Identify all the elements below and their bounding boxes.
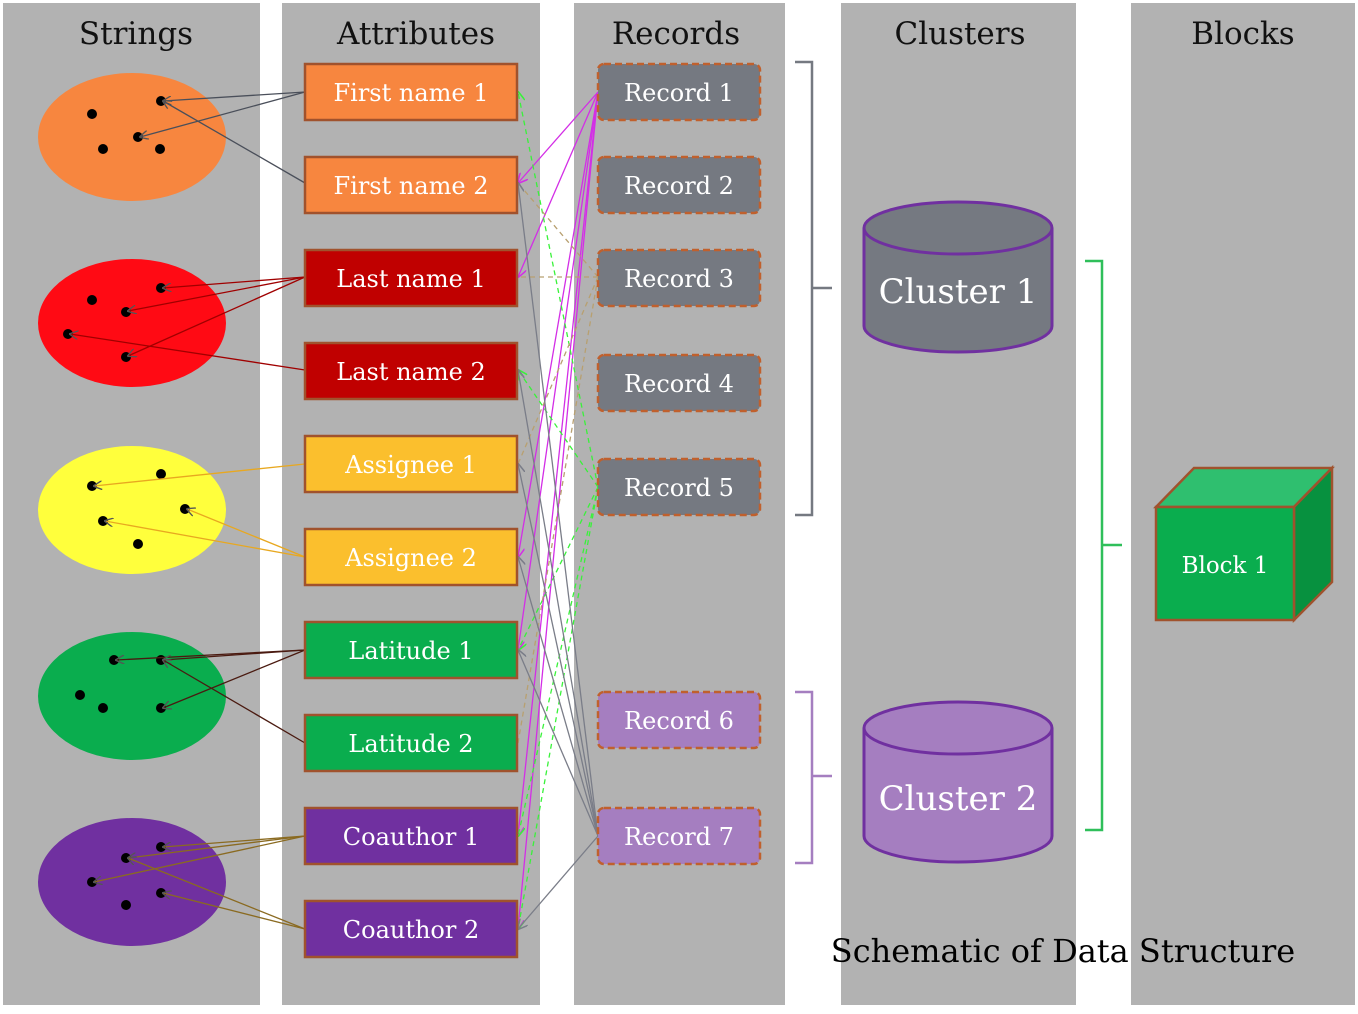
attribute-label: Coauthor 2 bbox=[343, 916, 480, 944]
record-box: Record 7 bbox=[596, 806, 762, 866]
record-label: Record 2 bbox=[624, 172, 734, 200]
attribute-label: Last name 2 bbox=[336, 358, 485, 386]
record-box: Record 3 bbox=[596, 248, 762, 308]
attribute-box: Latitude 1 bbox=[303, 620, 519, 680]
record-box: Record 2 bbox=[596, 155, 762, 215]
attributes-header: Attributes bbox=[336, 16, 495, 52]
records-header: Records bbox=[612, 16, 740, 52]
attribute-box: Coauthor 1 bbox=[303, 806, 519, 866]
record-box: Record 5 bbox=[596, 457, 762, 517]
record-label: Record 5 bbox=[624, 474, 734, 502]
attribute-box: Last name 2 bbox=[303, 341, 519, 401]
attribute-label: First name 2 bbox=[333, 172, 488, 200]
string-group-yellow bbox=[38, 446, 226, 574]
attribute-box: Assignee 2 bbox=[303, 527, 519, 587]
block-1-cube: Block 1 bbox=[1153, 464, 1335, 624]
blocks-header: Blocks bbox=[1191, 16, 1294, 52]
string-group-purple bbox=[38, 818, 226, 946]
strings-header: Strings bbox=[79, 16, 193, 52]
string-group-orange bbox=[38, 73, 226, 201]
attribute-box: First name 1 bbox=[303, 62, 519, 122]
attribute-box: Last name 1 bbox=[303, 248, 519, 308]
attribute-box: Assignee 1 bbox=[303, 434, 519, 494]
record-boxes: Record 1 Record 2 Record 3 Record 4 Record 5… bbox=[596, 62, 762, 866]
attribute-label: First name 1 bbox=[333, 79, 488, 107]
attribute-label: Last name 1 bbox=[336, 265, 485, 293]
attribute-label: Assignee 2 bbox=[344, 544, 477, 572]
cluster-2-cylinder: Cluster 2 bbox=[862, 700, 1054, 864]
brace-cluster-1 bbox=[795, 60, 832, 517]
block-1-label: Block 1 bbox=[1182, 553, 1269, 579]
string-links bbox=[70, 91, 306, 930]
attribute-label: Assignee 1 bbox=[344, 451, 477, 479]
record-box: Record 4 bbox=[596, 353, 762, 413]
cluster-1-cylinder: Cluster 1 bbox=[862, 200, 1054, 354]
record-label: Record 3 bbox=[624, 265, 734, 293]
record-label: Record 7 bbox=[624, 823, 734, 851]
string-group-red bbox=[38, 259, 226, 387]
record-box: Record 1 bbox=[596, 62, 762, 122]
clusters-header: Clusters bbox=[894, 16, 1025, 52]
cluster-2-label: Cluster 2 bbox=[879, 779, 1038, 819]
attribute-boxes: First name 1 First name 2 Last name 1 Last … bbox=[303, 62, 519, 959]
attribute-box: Latitude 2 bbox=[303, 713, 519, 773]
record-label: Record 1 bbox=[624, 79, 734, 107]
brace-cluster-2 bbox=[795, 690, 832, 865]
record-label: Record 6 bbox=[624, 707, 734, 735]
attribute-label: Latitude 1 bbox=[348, 637, 473, 665]
diagram-caption: Schematic of Data Structure bbox=[831, 932, 1295, 970]
record-links bbox=[518, 92, 599, 929]
attribute-label: Coauthor 1 bbox=[343, 823, 480, 851]
record-label: Record 4 bbox=[624, 370, 734, 398]
string-group-green bbox=[38, 632, 226, 760]
record-box: Record 6 bbox=[596, 690, 762, 750]
attribute-label: Latitude 2 bbox=[348, 730, 473, 758]
brace-block-1 bbox=[1085, 259, 1122, 832]
cluster-1-label: Cluster 1 bbox=[879, 272, 1038, 312]
attribute-box: Coauthor 2 bbox=[303, 899, 519, 959]
attribute-box: First name 2 bbox=[303, 155, 519, 215]
